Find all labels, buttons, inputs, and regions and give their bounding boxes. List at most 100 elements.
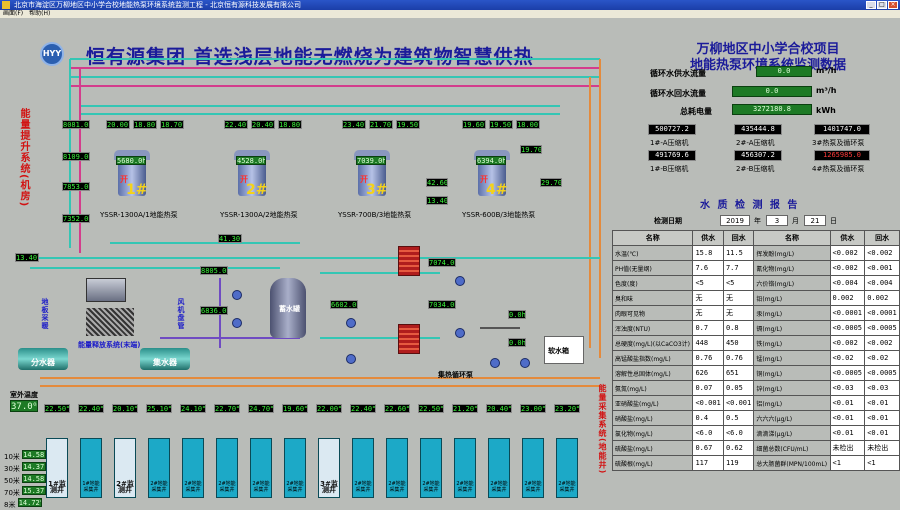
parameter-value: <0.002 [864,335,900,351]
return-flow-label: 循环水回水流量 [650,89,706,98]
heat-exchanger-1[interactable] [398,246,420,276]
supply-distributor[interactable]: 分水器 [18,348,68,370]
heat-pump-3-name: 3# [366,182,388,198]
well-8[interactable]: 2#地能采集井 [284,438,306,498]
circ-pump-a[interactable] [232,290,242,300]
well-3[interactable]: 2#监测井 [114,438,136,498]
well-12[interactable]: 2#地能采集井 [420,438,442,498]
parameter-value: <0.0005 [829,365,866,381]
day-field[interactable]: 21 [804,215,826,226]
well-label: 2#地能采集井 [456,481,474,493]
well-13[interactable]: 2#地能采集井 [454,438,476,498]
heat-pump-4-model: YSSR-600B/3地能热泵 [462,211,536,219]
circ-pump-b[interactable] [232,318,242,328]
maximize-button[interactable]: □ [877,1,887,9]
parameter-name: 浑浊度(NTU) [611,320,694,336]
well-2[interactable]: 1#地能采集井 [80,438,102,498]
menu-item-help[interactable]: 帮助(H) [29,10,51,17]
collector[interactable]: 集水器 [140,348,190,370]
col-header: 名称 [611,230,694,246]
floor-heat-label: 地板采暖 [41,298,49,330]
pump-1-hours: 5680.0h [116,156,146,165]
meter-1b: 491769.6 [648,150,696,161]
parameter-name: 亚硝酸盐(mg/L) [611,395,694,411]
circ-pump-g[interactable] [490,358,500,368]
year-field[interactable]: 2019 [720,215,750,226]
well-label: 2#地能采集井 [286,481,304,493]
menu-item-screen[interactable]: 画面(F) [3,10,24,17]
meter-2b: 456307.2 [734,150,782,161]
well-15[interactable]: 2#地能采集井 [522,438,544,498]
pump-1-temp-b: 18.80℃ [133,120,157,129]
well-label: 2#地能采集井 [252,481,270,493]
well-5[interactable]: 2#地能采集井 [182,438,204,498]
well-temp: 23.20℃ [554,404,580,413]
well-temp: 22.50℃ [44,404,70,413]
parameter-name: 溶解性总固体(mg/L) [611,365,694,381]
table-header-row: 名称 供水 回水 名称 供水 回水 [611,230,900,246]
heat-pump-2-name: 2# [246,182,268,198]
aux-readout-16: 29.70℃ [540,178,562,187]
supply-distributor-label: 分水器 [31,358,55,367]
parameter-value: 无 [692,290,724,306]
parameter-value: <5 [692,275,724,291]
aux-readout-9: 8081.0h [62,120,90,129]
well-temp: 24.70℃ [248,404,274,413]
parameter-name: 硫酸盐(mg/L) [611,440,694,456]
well-14[interactable]: 2#地能采集井 [488,438,510,498]
parameter-value: 651 [722,365,755,381]
well-label: 2#地能采集井 [354,481,372,493]
minimize-button[interactable]: _ [866,1,876,9]
well-4[interactable]: 2#地能采集井 [148,438,170,498]
parameter-name: 铜(mg/L) [753,365,831,381]
month-field[interactable]: 3 [766,215,788,226]
meter-2b-label: 2#-B压缩机 [736,165,775,173]
pump-2-temp-a: 22.40℃ [224,120,248,129]
energy-release-label: 能量释放系统(末端) [78,341,141,349]
parameter-name: 六六六(μg/L) [753,410,831,426]
parameter-name: 铁(mg/L) [753,335,831,351]
parameter-value: <0.004 [829,275,866,291]
buffer-tank[interactable] [270,278,306,338]
parameter-value: <0.03 [864,380,900,396]
heat-exchanger-2[interactable] [398,324,420,354]
window-title: 北京市海淀区万柳地区中小学合校地能热泵环境系统监测工程 - 北京恒有源科技发展有… [14,1,301,9]
parameter-value: <0.02 [829,350,866,366]
meter-3: 1401747.0 [814,124,870,135]
parameter-value: 0.002 [864,290,900,306]
heat-pump-1-name: 1# [126,182,148,198]
parameter-name: 色度(度) [611,275,694,291]
depth-row-4: 8米 14.72℃ [4,498,42,509]
close-button[interactable]: × [888,1,898,9]
aux-readout-8: 0.0h [508,338,526,347]
well-11[interactable]: 2#地能采集井 [386,438,408,498]
circ-pump-d[interactable] [346,354,356,364]
parameter-name: 镉(mg/L) [753,320,831,336]
scada-canvas: HYY 恒有源集团 首选浅层地能无燃烧为建筑物智慧供热 万柳地区中小学合校项目 … [0,18,900,509]
depth-row-0: 10米 14.58℃ [4,450,47,461]
year-unit: 年 [754,217,761,225]
well-9[interactable]: 3#监测井 [318,438,340,498]
well-temp: 21.20℃ [452,404,478,413]
well-temp: 19.60℃ [282,404,308,413]
well-1[interactable]: 1#监测井 [46,438,68,498]
col-header: 名称 [753,230,831,246]
well-10[interactable]: 2#地能采集井 [352,438,374,498]
parameter-value: <0.0005 [864,320,900,336]
well-temp: 20.10℃ [112,404,138,413]
well-7[interactable]: 2#地能采集井 [250,438,272,498]
well-16[interactable]: 2#地能采集井 [556,438,578,498]
parameter-value: <0.01 [829,395,866,411]
meter-2a: 435444.8 [734,124,782,135]
circ-pump-c[interactable] [346,318,356,328]
circ-pump-h[interactable] [520,358,530,368]
softener-tank[interactable] [544,336,584,364]
circ-pump-e[interactable] [455,276,465,286]
depth-row-2: 50米 14.58℃ [4,474,47,485]
month-unit: 月 [792,217,799,225]
well-6[interactable]: 2#地能采集井 [216,438,238,498]
circ-pump-f[interactable] [455,328,465,338]
